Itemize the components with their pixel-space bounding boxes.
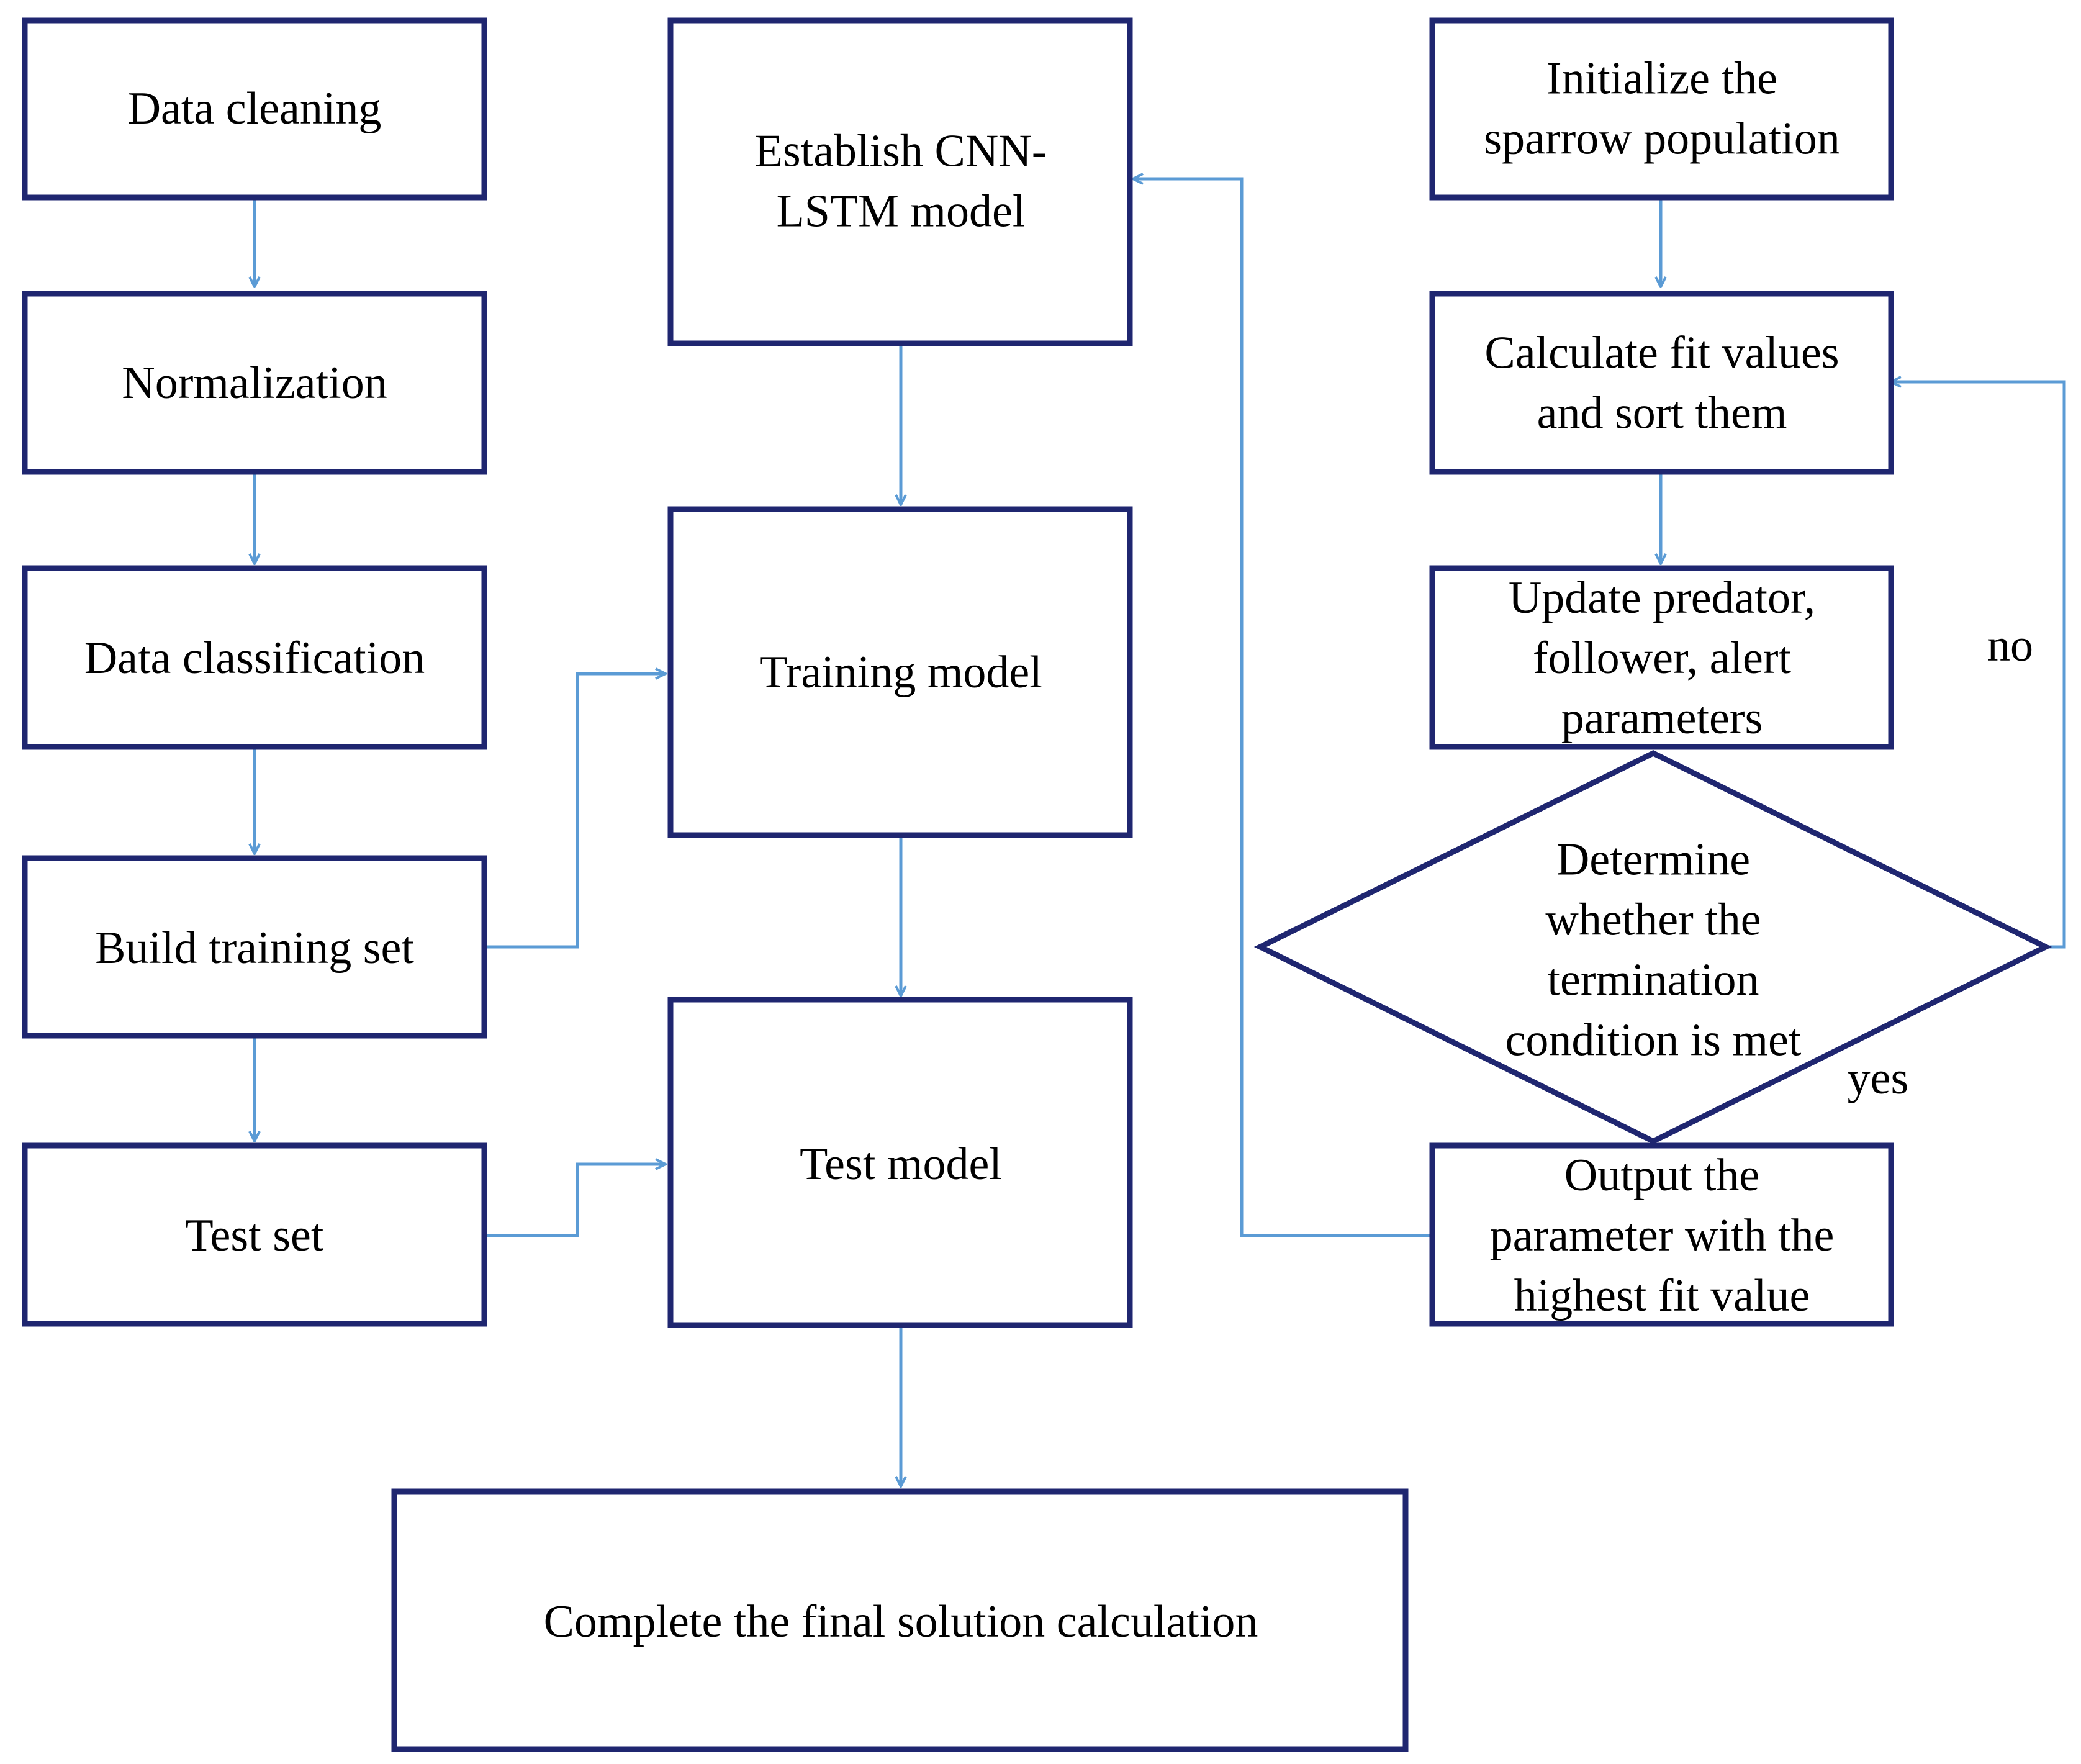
- calc-fit-label: Calculate fit values and sort them: [1484, 328, 1839, 439]
- node-label-line: Data classification: [84, 633, 425, 684]
- edge-output-to-establish-model: [1133, 179, 1432, 1237]
- edge-test-set-to-test-model: [484, 1164, 666, 1237]
- update-params-label: Update predator, follower, alert parameter…: [1509, 572, 1815, 744]
- node-label-line: Test model: [800, 1139, 1002, 1190]
- node-label-line: whether the: [1545, 895, 1761, 946]
- training-model-label: Training model: [759, 647, 1042, 698]
- nodes: Data cleaning Normalization Data classif…: [22, 17, 2052, 1752]
- test-set-label: Test set: [186, 1210, 324, 1261]
- establish-model-box: [667, 17, 1133, 346]
- build-training-set-label: Build training set: [95, 923, 414, 974]
- node-label-line: condition is met: [1505, 1015, 1802, 1066]
- no-label: no: [1987, 620, 2033, 671]
- node-label-line: Complete the final solution calculation: [544, 1596, 1258, 1647]
- termination-check-diamond: [1253, 749, 2052, 1145]
- test-model-label: Test model: [800, 1139, 1002, 1190]
- init-population-label: Initialize the sparrow population: [1484, 53, 1839, 165]
- termination-check-label: Determine whether the termination condition…: [1505, 835, 1802, 1066]
- build-training-set-box: [22, 855, 487, 1039]
- node-label-line: Initialize the: [1546, 53, 1777, 104]
- node-label-line: Test set: [186, 1210, 324, 1261]
- normalization-box: [22, 291, 487, 475]
- node-label-line: Output the: [1564, 1150, 1759, 1201]
- training-model-box: [667, 506, 1133, 838]
- data-classification-label: Data classification: [84, 633, 425, 684]
- node-label-line: follower, alert: [1533, 633, 1792, 684]
- node-label-line: Calculate fit values: [1484, 328, 1839, 379]
- node-label-line: parameter with the: [1490, 1210, 1835, 1261]
- node-label-line: Build training set: [95, 923, 414, 974]
- data-classification-box: [22, 565, 487, 750]
- node-label-line: LSTM model: [777, 186, 1026, 237]
- node-label-line: parameters: [1561, 693, 1763, 744]
- edges: [255, 179, 2066, 1486]
- node-label-line: Training model: [759, 647, 1042, 698]
- normalization-label: Normalization: [122, 358, 387, 409]
- data-cleaning-label: Data cleaning: [128, 83, 382, 134]
- test-model-box: [667, 997, 1133, 1328]
- calc-fit-box: [1429, 291, 1894, 475]
- node-label-line: sparrow population: [1484, 114, 1839, 165]
- node-label-line: Determine: [1556, 835, 1750, 885]
- node-label-line: and sort them: [1537, 388, 1787, 439]
- final-solution-label: Complete the final solution calculation: [544, 1596, 1258, 1647]
- node-label-line: termination: [1547, 955, 1759, 1006]
- yes-label: yes: [1848, 1053, 1909, 1104]
- init-population-box: [1429, 17, 1894, 201]
- output-best-label: Output the parameter with the highest fit …: [1490, 1150, 1835, 1321]
- node-label-line: Data cleaning: [128, 83, 382, 134]
- establish-model-label: Establish CNN- LSTM model: [755, 126, 1047, 237]
- update-params-box: [1429, 565, 1894, 750]
- data-cleaning-box: [22, 17, 487, 201]
- node-label-line: Establish CNN-: [755, 126, 1047, 177]
- node-label-line: Update predator,: [1509, 572, 1815, 623]
- edge-no-loop-to-calc-fit: [1891, 382, 2066, 949]
- node-label-line: Normalization: [122, 358, 387, 409]
- final-solution-box: [391, 1488, 1409, 1752]
- test-set-box: [22, 1142, 487, 1327]
- node-label-line: highest fit value: [1514, 1270, 1810, 1321]
- edge-training-set-to-training-model: [484, 674, 666, 949]
- output-best-box: [1429, 1142, 1894, 1327]
